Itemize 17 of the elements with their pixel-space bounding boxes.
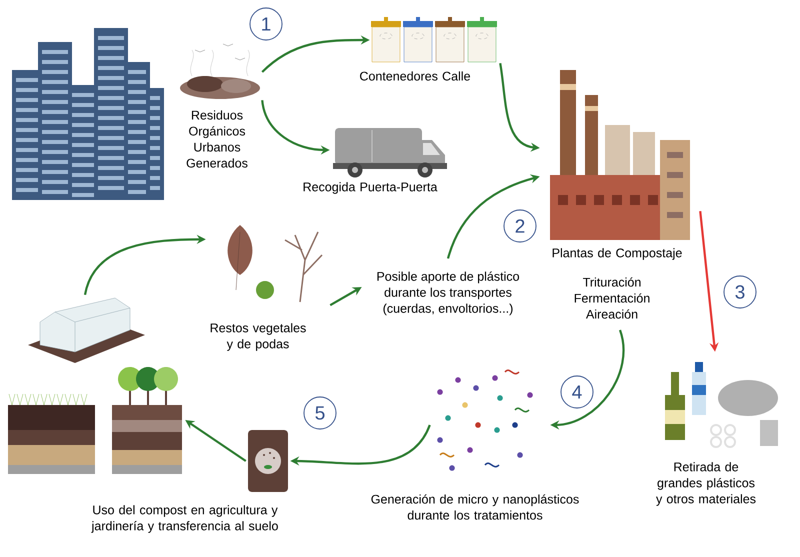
note-text: Posible aporte de plástico durante los transportes (cuerdas, envoltorios...) bbox=[377, 272, 520, 316]
node-label: Residuos Orgánicos Urbanos Generados bbox=[186, 110, 248, 168]
step-number: 2 bbox=[504, 210, 536, 242]
node-label: Plantas de Compostaje bbox=[552, 248, 682, 260]
node-label: Retirada de grandes plásticos y otros materiales bbox=[656, 462, 756, 506]
step-number: 4 bbox=[560, 376, 594, 408]
node-label: Contenedores Calle bbox=[360, 71, 470, 81]
greenhouse-drawing bbox=[28, 298, 145, 363]
node-label: Trituración Fermentación Aireación bbox=[574, 277, 650, 319]
compost-bag-drawing bbox=[248, 430, 288, 492]
node-label: Recogida Puerta-Puerta bbox=[304, 182, 438, 194]
step-number: 3 bbox=[724, 276, 756, 308]
step-number: 5 bbox=[304, 396, 336, 430]
node-label: Uso del compost en agricultura y jardinería y transferencia al suelo bbox=[91, 505, 278, 533]
node-label: Generación de micro y nanoplásticos durante los tratamientos bbox=[371, 494, 579, 520]
step-number: 1 bbox=[250, 8, 282, 40]
node-label: Restos vegetales y de podas bbox=[210, 323, 306, 351]
